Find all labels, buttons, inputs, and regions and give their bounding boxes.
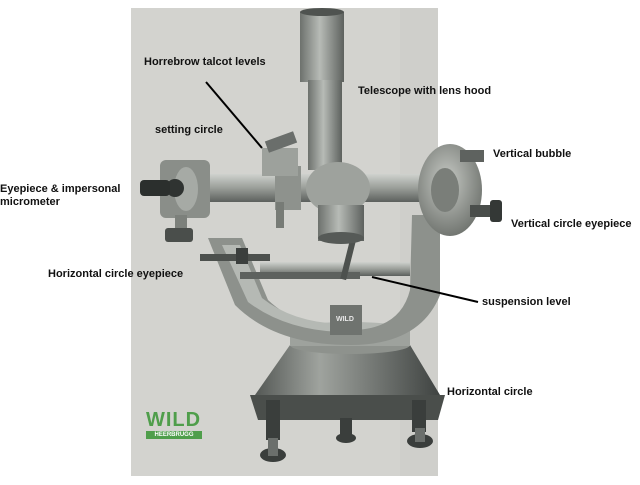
telescope-tube xyxy=(308,80,342,170)
vertical-bubble-tube xyxy=(460,150,484,162)
yoke-plate xyxy=(330,305,362,335)
telescope-lens-hood xyxy=(300,12,344,82)
yoke-plate-text: WILD xyxy=(336,316,354,323)
pointer-horrebrow xyxy=(205,81,263,149)
label-vertical-bubble: Vertical bubble xyxy=(493,148,572,160)
label-eyepiece-line1: Eyepiece & impersonal xyxy=(0,183,121,195)
label-horrebrow-talcot-levels: Horrebrow talcot levels xyxy=(144,56,266,68)
label-horizontal-circle-eyepiece: Horizontal circle eyepiece xyxy=(48,268,184,280)
label-horizontal-circle: Horizontal circle xyxy=(447,386,533,398)
vertical-circle-hub xyxy=(431,168,459,212)
talcott-level-mount xyxy=(262,148,298,176)
foot-screw-back xyxy=(336,418,356,443)
horizontal-circle-eyepiece-rod xyxy=(200,254,270,261)
vertical-circle-eyepiece-cap xyxy=(490,200,502,222)
foot-screw-right xyxy=(407,400,433,448)
base-skirt xyxy=(250,395,445,420)
telescope-lower-end xyxy=(318,232,364,244)
eyepiece-knob xyxy=(166,179,184,197)
pointer-suspension-level xyxy=(371,276,479,303)
setting-circle-arm xyxy=(276,202,284,228)
micrometer-drum xyxy=(174,167,198,211)
label-vertical-circle-eyepiece: Vertical circle eyepiece xyxy=(511,218,632,230)
telescope-center-block xyxy=(306,162,370,214)
yoke-highlight xyxy=(222,245,340,332)
foot-screw-left xyxy=(260,400,286,462)
pointer-lines xyxy=(205,81,479,303)
micrometer-lower xyxy=(165,228,193,242)
talcott-level-vial xyxy=(264,131,298,153)
horizontal-circle-eyepiece-knob xyxy=(236,248,248,264)
label-suspension-level: suspension level xyxy=(482,296,571,308)
label-eyepiece-line2: micrometer xyxy=(0,196,60,208)
logo-brand: WILD xyxy=(146,409,202,431)
logo-sub: HEERBRUGG xyxy=(146,431,202,439)
label-setting-circle: setting circle xyxy=(155,124,223,136)
telescope-hood-rim xyxy=(300,8,344,16)
wild-logo: WILD HEERBRUGG xyxy=(146,410,202,440)
suspension-rod xyxy=(340,239,356,281)
base-cone xyxy=(255,345,440,395)
suspension-level-tube xyxy=(240,272,360,279)
eyepiece-barrel xyxy=(140,180,170,196)
label-telescope-with-lens-hood: Telescope with lens hood xyxy=(358,85,492,97)
